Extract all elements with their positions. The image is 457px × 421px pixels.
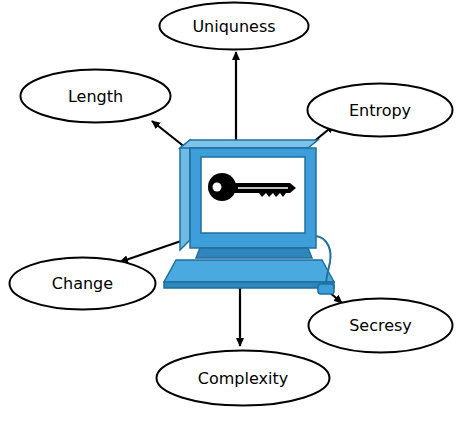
monitor-screen (201, 157, 305, 233)
mouse-cable (316, 236, 330, 284)
node-label: Complexity (198, 369, 288, 388)
monitor-base (196, 248, 312, 258)
monitor-top (180, 140, 318, 148)
node-label: Entropy (349, 101, 411, 120)
ellipse-node: Secresy (307, 297, 454, 354)
monitor-side (180, 140, 190, 250)
node-label: Uniquness (192, 17, 275, 36)
ellipse-node: Uniquness (158, 1, 310, 51)
keyboard (164, 260, 334, 282)
ellipse-node: Complexity (155, 349, 331, 407)
ellipse-node: Length (19, 68, 172, 124)
ellipse-node: Change (8, 256, 157, 311)
keyboard-edge (164, 282, 334, 288)
node-label: Change (52, 274, 113, 293)
monitor-front (190, 148, 316, 248)
key-icon (208, 173, 296, 201)
ellipse-node: Entropy (306, 82, 454, 138)
node-label: Length (68, 87, 123, 106)
mouse (318, 284, 334, 294)
node-label: Secresy (349, 316, 412, 335)
